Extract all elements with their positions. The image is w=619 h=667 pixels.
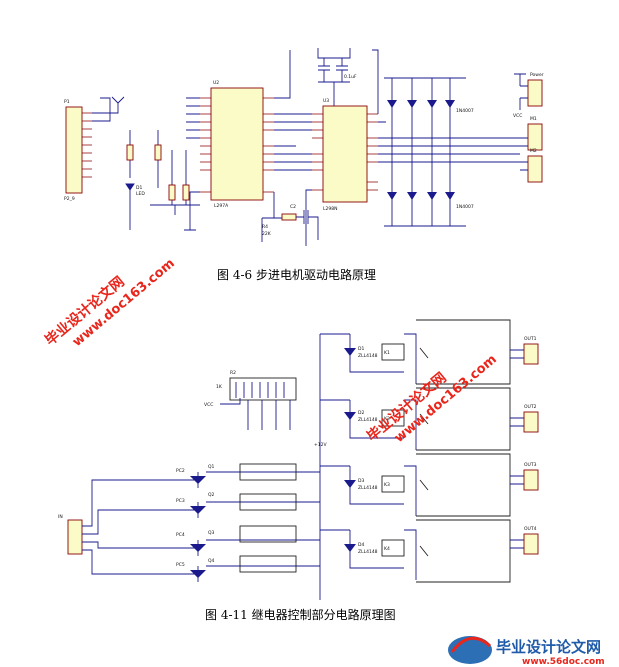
svg-text:D2: D2 [358, 410, 364, 416]
svg-text:LED: LED [136, 191, 145, 197]
chip-u3-l298: U3 L298N [312, 98, 378, 212]
svg-text:OUT1: OUT1 [524, 336, 537, 342]
svg-text:ZLL4148: ZLL4148 [358, 417, 378, 423]
svg-text:0.1uF: 0.1uF [344, 74, 357, 80]
svg-text:D4: D4 [358, 542, 364, 548]
site-logo: 毕业设计论文网 www.56doc.com [448, 636, 605, 667]
svg-text:M2: M2 [530, 148, 537, 154]
connector-p1: P1 P2_9 [64, 99, 92, 202]
connector-m2: M2 [520, 148, 543, 183]
svg-text:OUT3: OUT3 [524, 462, 537, 468]
svg-text:R4: R4 [262, 224, 268, 230]
svg-text:K3: K3 [384, 482, 390, 488]
watermark-left: 毕业设计论文网 www.doc163.com [42, 256, 178, 350]
svg-text:Power: Power [530, 72, 544, 78]
figure2-caption: 图 4-11 继电器控制部分电路原理图 [205, 607, 396, 622]
resistor-network-r2: R2 1K VCC [204, 370, 297, 430]
svg-text:D3: D3 [358, 478, 364, 484]
svg-text:IN: IN [58, 514, 63, 520]
figure-relay-control: R2 1K VCC IN PC2 PC3 PC4 PC5 Q1 Q2 Q3 [58, 319, 539, 622]
svg-text:1N4007: 1N4007 [456, 204, 474, 210]
svg-text:D1: D1 [358, 346, 364, 352]
svg-text:D1: D1 [136, 185, 142, 191]
svg-text:K2: K2 [384, 416, 390, 422]
svg-text:1N4007: 1N4007 [456, 108, 474, 114]
svg-text:K1: K1 [384, 350, 390, 356]
connector-m1: M1 [520, 116, 543, 151]
svg-text:M1: M1 [530, 116, 537, 122]
svg-text:www.56doc.com: www.56doc.com [522, 657, 605, 667]
svg-text:+12V: +12V [314, 442, 327, 448]
svg-text:P1: P1 [64, 99, 70, 105]
svg-text:PC4: PC4 [176, 532, 185, 538]
svg-text:P2_9: P2_9 [64, 196, 75, 202]
relay-channels: D1 D2 D3 D4 ZLL4148 ZLL4148 ZLL4148 ZLL4… [344, 319, 511, 583]
chip-u2-l297: U2 L297A [200, 80, 274, 209]
svg-text:ZLL4148: ZLL4148 [358, 353, 378, 359]
connector-in: IN [58, 479, 198, 575]
svg-text:U3: U3 [323, 98, 329, 104]
svg-text:OUT2: OUT2 [524, 404, 537, 410]
figure-stepper-driver: P1 P2_9 D1 LED U2 L297A [64, 48, 544, 282]
svg-text:Q3: Q3 [208, 530, 215, 536]
opto-channels: PC2 PC3 PC4 PC5 Q1 Q2 Q3 Q4 [176, 463, 320, 582]
svg-text:L297A: L297A [214, 203, 229, 209]
capacitor-bank: 0.1uF [317, 48, 357, 112]
svg-text:ZLL4148: ZLL4148 [358, 485, 378, 491]
led-branch: D1 LED [125, 130, 200, 230]
svg-text:Q1: Q1 [208, 464, 215, 470]
svg-text:VCC: VCC [513, 113, 522, 119]
connector-power: Power VCC [513, 72, 544, 119]
diode-bridge: 1N4007 1N4007 [378, 77, 520, 227]
svg-text:PC2: PC2 [176, 468, 185, 474]
svg-text:PC5: PC5 [176, 562, 185, 568]
svg-text:Q4: Q4 [208, 558, 215, 564]
svg-text:毕业设计论文网: 毕业设计论文网 [496, 638, 601, 656]
svg-text:R2: R2 [230, 370, 236, 376]
svg-text:OUT4: OUT4 [524, 526, 537, 532]
svg-text:1K: 1K [216, 384, 223, 390]
svg-text:VCC: VCC [204, 402, 213, 408]
figure1-caption: 图 4-6 步进电机驱动电路原理 [217, 267, 376, 282]
svg-text:K4: K4 [384, 546, 390, 552]
svg-text:Q2: Q2 [208, 492, 215, 498]
out-connectors: OUT1 OUT2 OUT3 OUT4 [510, 336, 539, 555]
svg-text:PC3: PC3 [176, 498, 185, 504]
svg-text:22K: 22K [262, 231, 272, 237]
svg-text:C2: C2 [290, 204, 296, 210]
svg-text:ZLL4148: ZLL4148 [358, 549, 378, 555]
svg-text:U2: U2 [213, 80, 219, 86]
svg-text:L298N: L298N [323, 206, 337, 212]
